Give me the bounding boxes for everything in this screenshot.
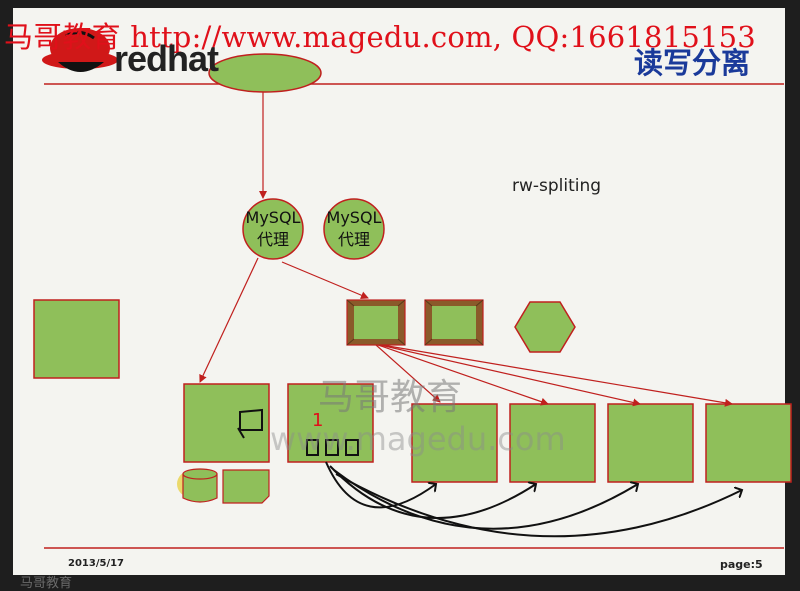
master-node	[183, 383, 270, 463]
read-node-3	[607, 403, 694, 483]
client-ellipse	[208, 53, 322, 93]
note-mark: 1	[312, 410, 324, 431]
footer-page: page:5	[720, 558, 763, 571]
proxy-label-2: MySQL 代理	[324, 207, 384, 251]
read-node-1	[411, 403, 498, 483]
left-square	[33, 299, 120, 379]
replication-curves	[325, 461, 742, 538]
proxy-2-line1: MySQL	[326, 208, 382, 227]
scheduler-box-2	[424, 299, 484, 346]
rw-spliting-label: rw-spliting	[512, 176, 602, 196]
arrow-proxy-scheduler	[281, 261, 369, 299]
center-watermark: 马哥教育	[318, 377, 463, 418]
footer-date: 2013/5/17	[68, 558, 125, 569]
handwritten-squares-mark	[306, 439, 359, 456]
proxy-2-line2: 代理	[337, 230, 370, 249]
proxy-label-1: MySQL 代理	[243, 207, 303, 251]
database-cylinder-icon	[177, 468, 218, 503]
scheduler-box-1	[346, 299, 406, 346]
proxy-circle-1	[242, 198, 304, 260]
fanout-arrows	[375, 344, 733, 407]
read-node-4	[705, 403, 792, 483]
slide-title: 读写分离	[634, 46, 751, 80]
small-file-node	[222, 469, 270, 504]
bottom-watermark: 马哥教育	[20, 576, 73, 591]
handwritten-square-mark	[237, 408, 263, 439]
redhat-logo-text: redhat	[114, 38, 219, 79]
redhat-logo-icon	[42, 28, 118, 72]
center-watermark-url: www.magedu.com	[270, 420, 566, 458]
arrow-proxy-master	[199, 257, 259, 383]
hexagon-node	[514, 301, 576, 353]
header-watermark: 马哥教育 http://www.magedu.com, QQ:166181515…	[4, 20, 756, 54]
proxy-circle-2	[323, 198, 385, 260]
proxy-1-line1: MySQL	[245, 208, 301, 227]
proxy-1-line2: 代理	[256, 230, 289, 249]
read-node-2	[509, 403, 596, 483]
